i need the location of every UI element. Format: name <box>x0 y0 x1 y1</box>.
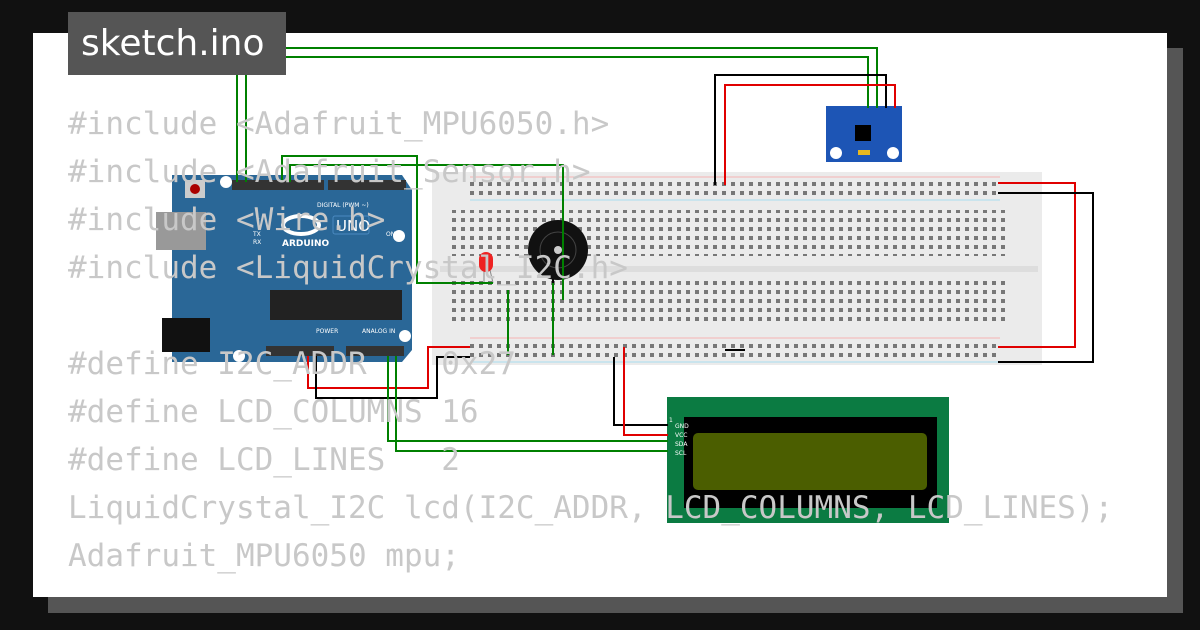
buzzer[interactable] <box>528 220 588 290</box>
green-wire[interactable] <box>387 356 668 442</box>
green-wire[interactable] <box>289 164 564 300</box>
green-wire[interactable] <box>245 56 869 182</box>
black-wire[interactable] <box>315 356 470 399</box>
digital-label: DIGITAL (PWM ~) <box>317 202 369 209</box>
usb-port <box>156 212 206 250</box>
reset-button <box>190 184 200 194</box>
lcd-1602-i2c[interactable]: 1 GND VCC SDA SCL <box>667 397 949 523</box>
power-label: POWER <box>316 328 338 335</box>
red-wire[interactable] <box>623 347 668 436</box>
sketch-title: sketch.ino <box>68 12 286 75</box>
uno-label: UNO <box>336 217 370 235</box>
green-wire[interactable] <box>236 47 878 182</box>
wires <box>236 47 1094 452</box>
black-wire[interactable] <box>613 357 668 426</box>
mpu6050-sensor[interactable] <box>826 106 902 162</box>
led-tx-label: TX <box>252 231 261 238</box>
analog-label: ANALOG IN <box>362 328 395 335</box>
led-l-label: L <box>256 214 260 221</box>
led-rx-label: RX <box>253 239 261 246</box>
pin-vcc-label: VCC <box>675 432 687 439</box>
led-on-label: ON <box>386 231 395 238</box>
breadboard <box>432 172 1042 365</box>
green-wire[interactable] <box>395 356 668 452</box>
pin1-label: 1 <box>669 417 673 424</box>
red-wire[interactable] <box>998 182 1076 348</box>
black-wire[interactable] <box>714 74 887 185</box>
atmega-chip <box>270 290 402 320</box>
pin-scl-label: SCL <box>675 450 687 457</box>
red-led[interactable] <box>479 252 494 284</box>
red-wire[interactable] <box>307 346 470 389</box>
arduino-uno[interactable]: UNO ARDUINO DIGITAL (PWM ~) POWER ANALOG… <box>156 175 412 362</box>
pin-sda-label: SDA <box>675 441 688 448</box>
power-jack <box>162 318 210 352</box>
black-wire[interactable] <box>998 192 1094 363</box>
arduino-label: ARDUINO <box>282 239 330 249</box>
pin-gnd-label: GND <box>675 423 689 430</box>
red-wire[interactable] <box>724 84 896 185</box>
lcd-screen <box>693 433 927 490</box>
green-wire[interactable] <box>281 155 493 284</box>
